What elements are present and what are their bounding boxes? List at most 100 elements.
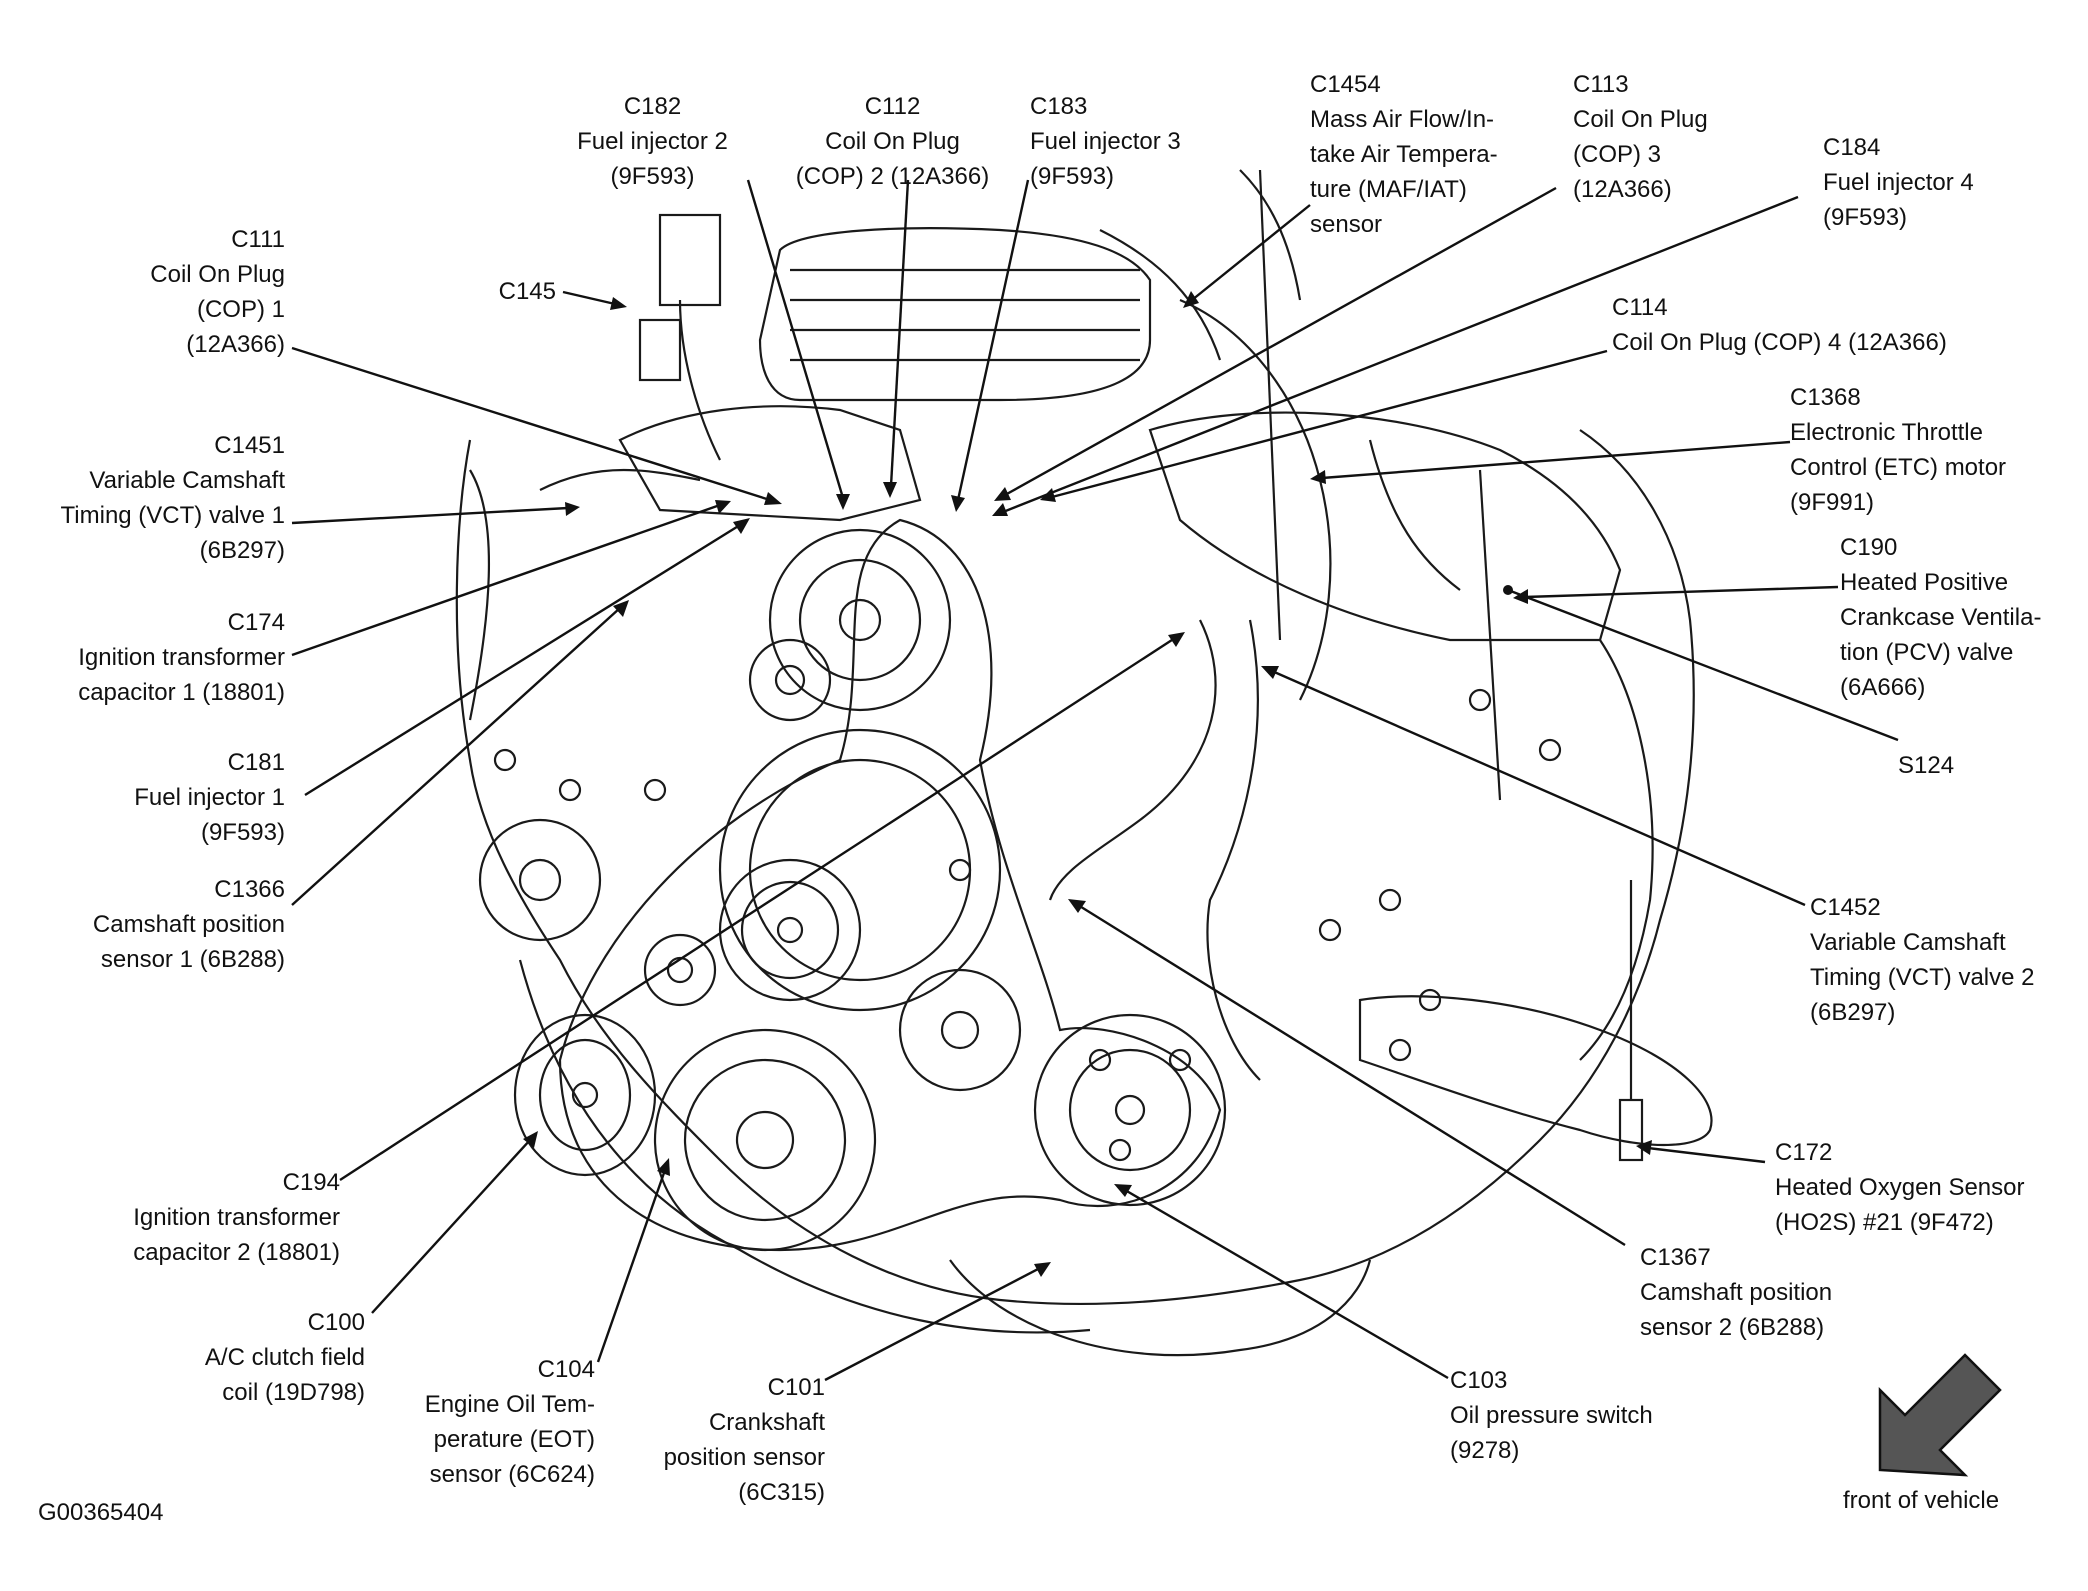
- callout-line: capacitor 1 (18801): [78, 679, 285, 706]
- leader-c172: [1636, 1140, 1766, 1164]
- callout-line: C104: [537, 1356, 595, 1383]
- callout-line: Variable Camshaft: [1810, 929, 2006, 956]
- leader-c194: [339, 632, 1185, 1182]
- callout-line: Mass Air Flow/In-: [1310, 106, 1495, 133]
- callout-line: Oil pressure switch: [1450, 1402, 1653, 1429]
- callout-line: Heated Positive: [1840, 569, 2009, 596]
- front-of-vehicle-label: front of vehicle: [1843, 1487, 2000, 1514]
- callout-line: C113: [1573, 71, 1629, 98]
- callout-line: sensor 1 (6B288): [100, 946, 285, 973]
- callout-c194: C194 Ignition transformer capacitor 2 (1…: [85, 1165, 340, 1270]
- callout-line: C172: [1775, 1139, 1833, 1166]
- callout-c1366: C1366 Camshaft position sensor 1 (6B288): [30, 872, 285, 977]
- callout-c1368: C1368 Electronic Throttle Control (ETC) …: [1790, 380, 2050, 520]
- callout-c103: C103 Oil pressure switch (9278): [1450, 1363, 1690, 1468]
- callout-line: (6B297): [1810, 999, 1896, 1026]
- callout-line: (COP) 2 (12A366): [795, 163, 990, 190]
- callout-line: (9F593): [200, 819, 285, 846]
- callout-line: Camshaft position: [1640, 1279, 1833, 1306]
- callout-c111: C111 Coil On Plug (COP) 1 (12A366): [85, 222, 285, 362]
- leader-c114: [1040, 349, 1608, 502]
- callout-c182: C182 Fuel injector 2 (9F593): [560, 89, 745, 194]
- callout-line: C103: [1450, 1367, 1508, 1394]
- callout-line: Ignition transformer: [78, 644, 285, 671]
- callout-line: (9F593): [610, 163, 695, 190]
- callout-c183: C183 Fuel injector 3 (9F593): [1030, 89, 1230, 194]
- callout-line: C190: [1840, 534, 1898, 561]
- figure-id: G00365404: [38, 1499, 164, 1526]
- callout-line: A/C clutch field: [204, 1344, 365, 1371]
- callout-line: (6A666): [1840, 674, 1926, 701]
- leader-c145: [562, 290, 627, 310]
- callout-line: Fuel injector 4: [1823, 169, 1974, 196]
- leader-c181: [304, 518, 750, 797]
- leader-c1454: [1183, 204, 1311, 308]
- callout-s124: S124: [1898, 748, 1978, 783]
- callout-line: tion (PCV) valve: [1840, 639, 2014, 666]
- callout-line: C114: [1612, 294, 1668, 321]
- callout-line: sensor (6C624): [429, 1461, 595, 1488]
- callout-c113: C113 Coil On Plug (COP) 3 (12A366): [1573, 67, 1763, 207]
- front-of-vehicle-arrow-icon: [1878, 1353, 2002, 1477]
- leader-c174: [291, 500, 731, 657]
- callout-line: C1366: [214, 876, 285, 903]
- leader-c183: [951, 179, 1030, 512]
- leader-c1366: [291, 600, 629, 906]
- leader-c1367: [1068, 899, 1626, 1247]
- leader-c103: [1114, 1184, 1449, 1380]
- callout-c1367: C1367 Camshaft position sensor 2 (6B288): [1640, 1240, 1890, 1345]
- callout-line: C111: [231, 226, 285, 253]
- callout-line: Crankshaft: [708, 1409, 825, 1436]
- callout-line: Coil On Plug (COP) 4 (12A366): [1612, 329, 1947, 356]
- leader-c104: [596, 1158, 670, 1363]
- callout-line: C112: [864, 93, 921, 120]
- callout-line: Camshaft position: [92, 911, 285, 938]
- callout-line: C1451: [214, 432, 285, 459]
- callout-c145: C145: [470, 274, 556, 309]
- callout-line: Control (ETC) motor: [1790, 454, 2007, 481]
- callout-line: position sensor: [663, 1444, 825, 1471]
- callout-line: (6B297): [199, 537, 285, 564]
- leader-s124: [1503, 585, 1899, 742]
- callout-line: C101: [767, 1374, 825, 1401]
- callout-line: Timing (VCT) valve 1: [60, 502, 285, 529]
- callout-line: Coil On Plug: [825, 128, 960, 155]
- callout-line: Fuel injector 2: [577, 128, 728, 155]
- callout-c100: C100 A/C clutch field coil (19D798): [140, 1305, 365, 1410]
- leader-c100: [371, 1131, 538, 1314]
- callout-c1454: C1454 Mass Air Flow/In- take Air Tempera…: [1310, 67, 1540, 242]
- callout-c112: C112 Coil On Plug (COP) 2 (12A366): [775, 89, 1010, 194]
- callout-line: C1452: [1810, 894, 1881, 921]
- callout-line: C194: [282, 1169, 340, 1196]
- callout-line: Coil On Plug: [150, 261, 285, 288]
- callout-line: Engine Oil Tem-: [424, 1391, 595, 1418]
- leader-c1368: [1310, 440, 1791, 484]
- leader-c112: [883, 179, 910, 498]
- leader-c1451: [291, 502, 580, 525]
- callout-line: Heated Oxygen Sensor: [1775, 1174, 2025, 1201]
- callout-c1451: C1451 Variable Camshaft Timing (VCT) val…: [30, 428, 285, 568]
- callout-c172: C172 Heated Oxygen Sensor (HO2S) #21 (9F…: [1775, 1135, 2045, 1240]
- callout-c184: C184 Fuel injector 4 (9F593): [1823, 130, 2023, 235]
- leader-c113: [994, 186, 1557, 501]
- callout-c1452: C1452 Variable Camshaft Timing (VCT) val…: [1810, 890, 2070, 1030]
- callout-line: (6C315): [738, 1479, 825, 1506]
- callout-line: (9F593): [1030, 163, 1115, 190]
- callout-line: Timing (VCT) valve 2: [1810, 964, 2035, 991]
- leader-c111: [291, 346, 782, 505]
- callout-line: C1454: [1310, 71, 1381, 98]
- callout-line: take Air Tempera-: [1310, 141, 1498, 168]
- callout-line: sensor: [1310, 211, 1383, 238]
- callout-line: Fuel injector 1: [134, 784, 285, 811]
- callout-line: C145: [498, 278, 556, 305]
- callout-line: Coil On Plug: [1573, 106, 1708, 133]
- callout-line: (12A366): [1573, 176, 1672, 203]
- callout-line: Fuel injector 3: [1030, 128, 1181, 155]
- callout-c190: C190 Heated Positive Crankcase Ventila- …: [1840, 530, 2070, 705]
- leader-c190: [1513, 585, 1839, 604]
- callout-line: C100: [307, 1309, 365, 1336]
- leader-c1452: [1261, 666, 1806, 907]
